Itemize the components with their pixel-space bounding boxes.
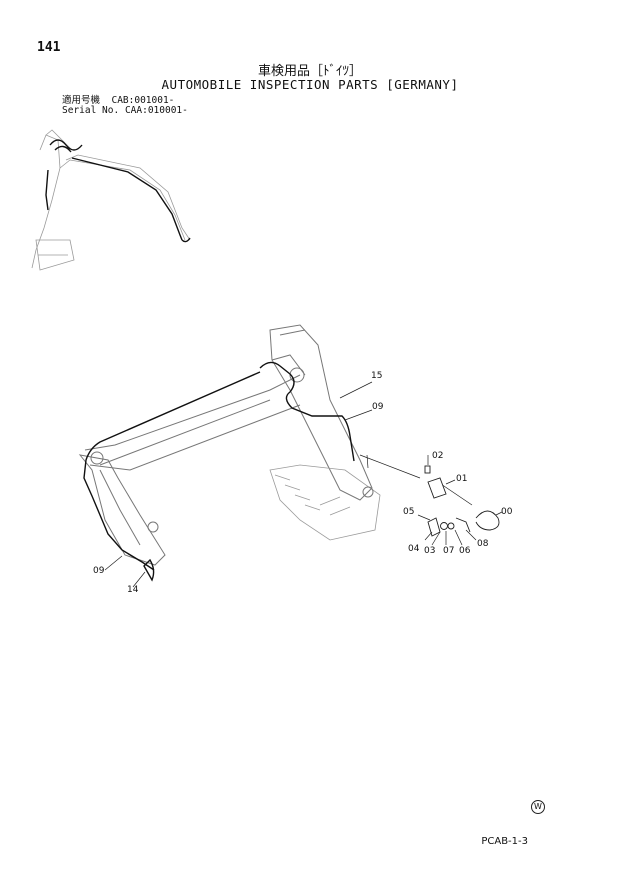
callout-label: 05: [403, 507, 415, 517]
footer-page-code: PCAB-1-3: [481, 836, 528, 847]
applicability-block: 適用号機 CAB:001001- Serial No. CAA:010001-: [62, 96, 188, 116]
page-title-japanese: 車検用品［ﾄﾞｲﾂ］: [257, 64, 362, 79]
page-title-english: AUTOMOBILE INSPECTION PARTS [GERMANY]: [161, 77, 459, 92]
serial-value: CAA:010001-: [124, 105, 188, 116]
callout-label: 00: [501, 507, 513, 517]
callout-label: 03: [424, 546, 436, 556]
callout-label: 04: [408, 544, 420, 554]
applicability-label-jp: 適用号機: [62, 95, 101, 106]
callout-label: 09: [93, 566, 105, 576]
bracket-assembly: [424, 465, 500, 537]
serial-label: Serial No.: [62, 105, 120, 116]
callout-label: 08: [477, 539, 489, 549]
applicability-row-serial: Serial No. CAA:010001-: [62, 106, 188, 116]
callout-label: 02: [432, 451, 444, 461]
callout-label: 06: [459, 546, 471, 556]
page-number: 141: [37, 40, 61, 55]
callout-leaders: [104, 381, 503, 588]
callout-label: 09: [372, 402, 384, 412]
overview-thumbnail: [31, 129, 191, 271]
circled-w-mark: W: [531, 800, 545, 814]
callout-label: 14: [127, 585, 139, 595]
callout-label: 01: [456, 474, 468, 484]
applicability-row-model: 適用号機 CAB:001001-: [62, 96, 188, 106]
main-excavator-drawing: [78, 324, 473, 582]
callout-label: 07: [443, 546, 455, 556]
callout-label: 15: [371, 371, 383, 381]
applicability-value-cab: CAB:001001-: [111, 95, 175, 106]
